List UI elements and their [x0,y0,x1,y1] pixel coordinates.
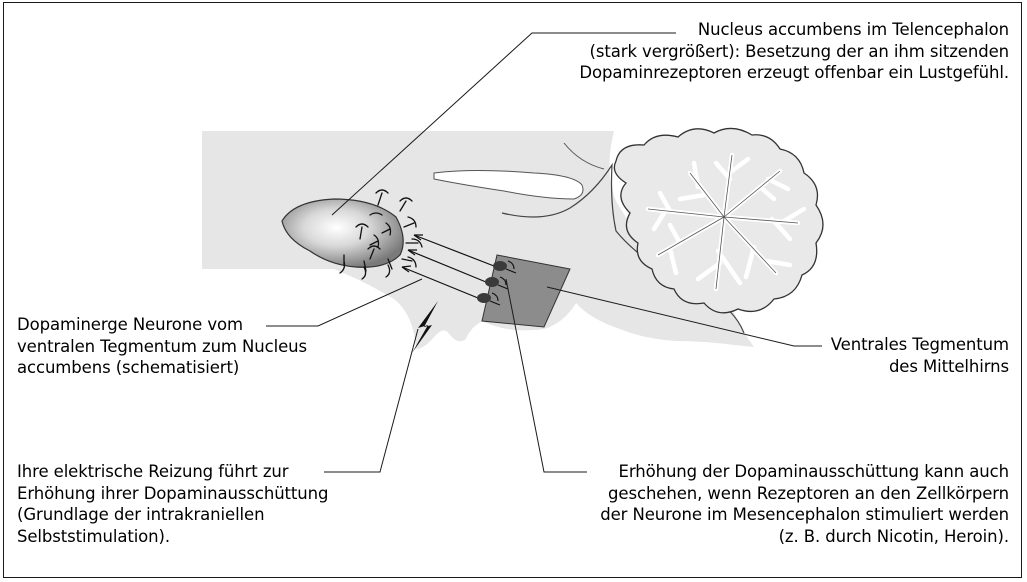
label-receptor-stimulation: Erhöhung der Dopaminausschüttung kann au… [600,461,1009,547]
neuron-cell-body [493,261,507,271]
label-electrical-stimulation: Ihre elektrische Reizung führt zur Erhöh… [17,461,328,547]
figure-frame: Nucleus accumbens im Telencephalon (star… [3,2,1022,578]
label-nucleus-accumbens: Nucleus accumbens im Telencephalon (star… [579,19,1009,84]
leader-line-electrical-stimulation [324,329,418,472]
label-ventral-tegmentum: Ventrales Tegmentum des Mittelhirns [831,334,1009,377]
neuron-cell-body [485,277,499,287]
label-dopaminergic-neurons: Dopaminerge Neurone vom ventralen Tegmen… [17,314,307,379]
neuron-cell-body [477,293,491,303]
